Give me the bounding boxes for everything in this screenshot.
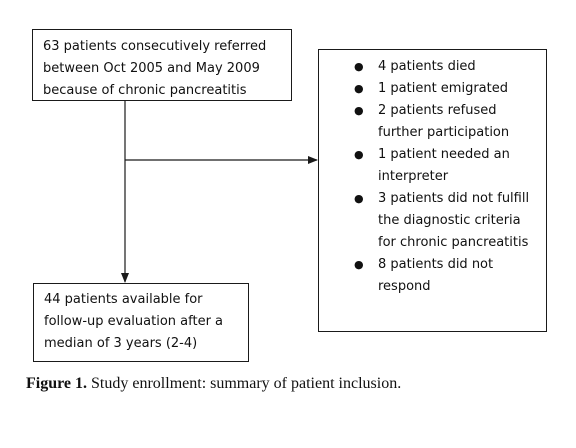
exclusion-line: further participation: [378, 125, 510, 140]
exclusion-item: ● 3 patients did not fulfill the diagnos…: [319, 188, 546, 254]
exclusion-item: ● 1 patient needed an interpreter: [319, 144, 546, 188]
exclusion-line: for chronic pancreatitis: [378, 235, 529, 250]
exclusion-line: interpreter: [378, 169, 449, 184]
exclusion-list: ● 4 patients died ● 1 patient emigrated …: [319, 56, 546, 298]
exclusion-item: ● 4 patients died: [319, 56, 546, 78]
exclusion-item: ● 1 patient emigrated: [319, 78, 546, 100]
referral-line: because of chronic pancreatitis: [43, 83, 247, 98]
exclusion-item: ● 2 patients refused further participati…: [319, 100, 546, 144]
exclusion-line: 2 patients refused: [378, 103, 497, 118]
exclusion-line: 8 patients did not: [378, 257, 494, 272]
bullet-icon: ●: [354, 192, 364, 205]
bullet-icon: ●: [354, 258, 364, 271]
bullet-icon: ●: [354, 148, 364, 161]
bullet-icon: ●: [354, 60, 364, 73]
exclusion-line: 3 patients did not fulfill: [378, 191, 530, 206]
exclusion-line: 1 patient emigrated: [378, 81, 508, 96]
followup-line: follow-up evaluation after a: [44, 314, 224, 329]
bullet-icon: ●: [354, 82, 364, 95]
exclusion-line: 1 patient needed an: [378, 147, 510, 162]
referral-line: 63 patients consecutively referred: [43, 39, 267, 54]
exclusion-line: the diagnostic criteria: [378, 213, 521, 228]
exclusion-box: ● 4 patients died ● 1 patient emigrated …: [318, 49, 547, 332]
referral-box: 63 patients consecutively referred betwe…: [32, 29, 292, 101]
bullet-icon: ●: [354, 104, 364, 117]
followup-line: 44 patients available for: [44, 292, 203, 307]
followup-box: 44 patients available for follow-up eval…: [33, 283, 249, 362]
figure-caption: Figure 1. Study enrollment: summary of p…: [26, 375, 401, 393]
exclusion-line: respond: [378, 279, 431, 294]
followup-line: median of 3 years (2-4): [44, 336, 198, 351]
exclusion-item: ● 8 patients did not respond: [319, 254, 546, 298]
figure-label: Figure 1.: [26, 375, 88, 392]
exclusion-line: 4 patients died: [378, 59, 476, 74]
figure-caption-text: Study enrollment: summary of patient inc…: [87, 375, 402, 392]
referral-line: between Oct 2005 and May 2009: [43, 61, 260, 76]
